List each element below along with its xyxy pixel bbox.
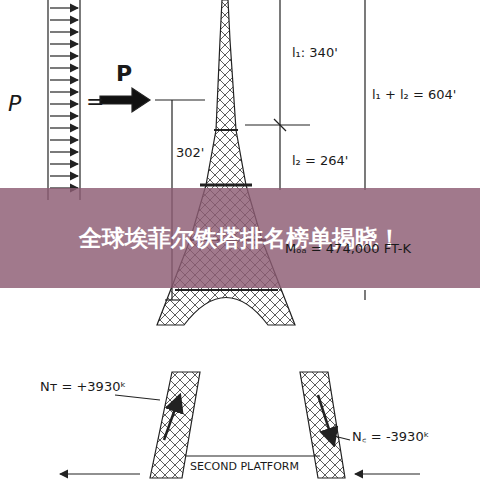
sketch-label: N꜀ = -3930ᵏ — [352, 430, 429, 444]
sketch-label: 302' — [176, 146, 204, 160]
sketch-label: l₁: 340' — [292, 46, 338, 60]
banner-band: 全球埃菲尔铁塔排名榜单揭晓！ — [0, 188, 480, 288]
load-arrow — [50, 115, 78, 116]
load-arrow — [50, 139, 78, 140]
sketch-label: l₁ + l₂ = 604' — [372, 88, 456, 102]
sketch-label: Nᴛ = +3930ᵏ — [40, 380, 126, 394]
load-arrow — [50, 163, 78, 164]
load-arrow — [50, 43, 78, 44]
load-arrow — [50, 103, 78, 104]
load-arrow — [50, 55, 78, 56]
sketch-label: = — [86, 90, 104, 114]
sketch-label: P — [116, 62, 132, 86]
load-arrow — [50, 91, 78, 92]
load-arrow — [50, 151, 78, 152]
sketch-label: l₂ = 264' — [292, 154, 348, 168]
load-arrow — [50, 79, 78, 80]
sketch-label: P — [8, 92, 21, 116]
load-arrow — [50, 127, 78, 128]
load-arrow — [50, 175, 78, 176]
sketch-label: Mₒₐ = 474,000 FT-K — [285, 242, 411, 256]
load-arrow — [50, 67, 78, 68]
sketch-label: SECOND PLATFORM — [190, 461, 299, 473]
load-arrow — [50, 19, 78, 20]
load-arrow — [50, 31, 78, 32]
load-arrow — [50, 7, 78, 8]
